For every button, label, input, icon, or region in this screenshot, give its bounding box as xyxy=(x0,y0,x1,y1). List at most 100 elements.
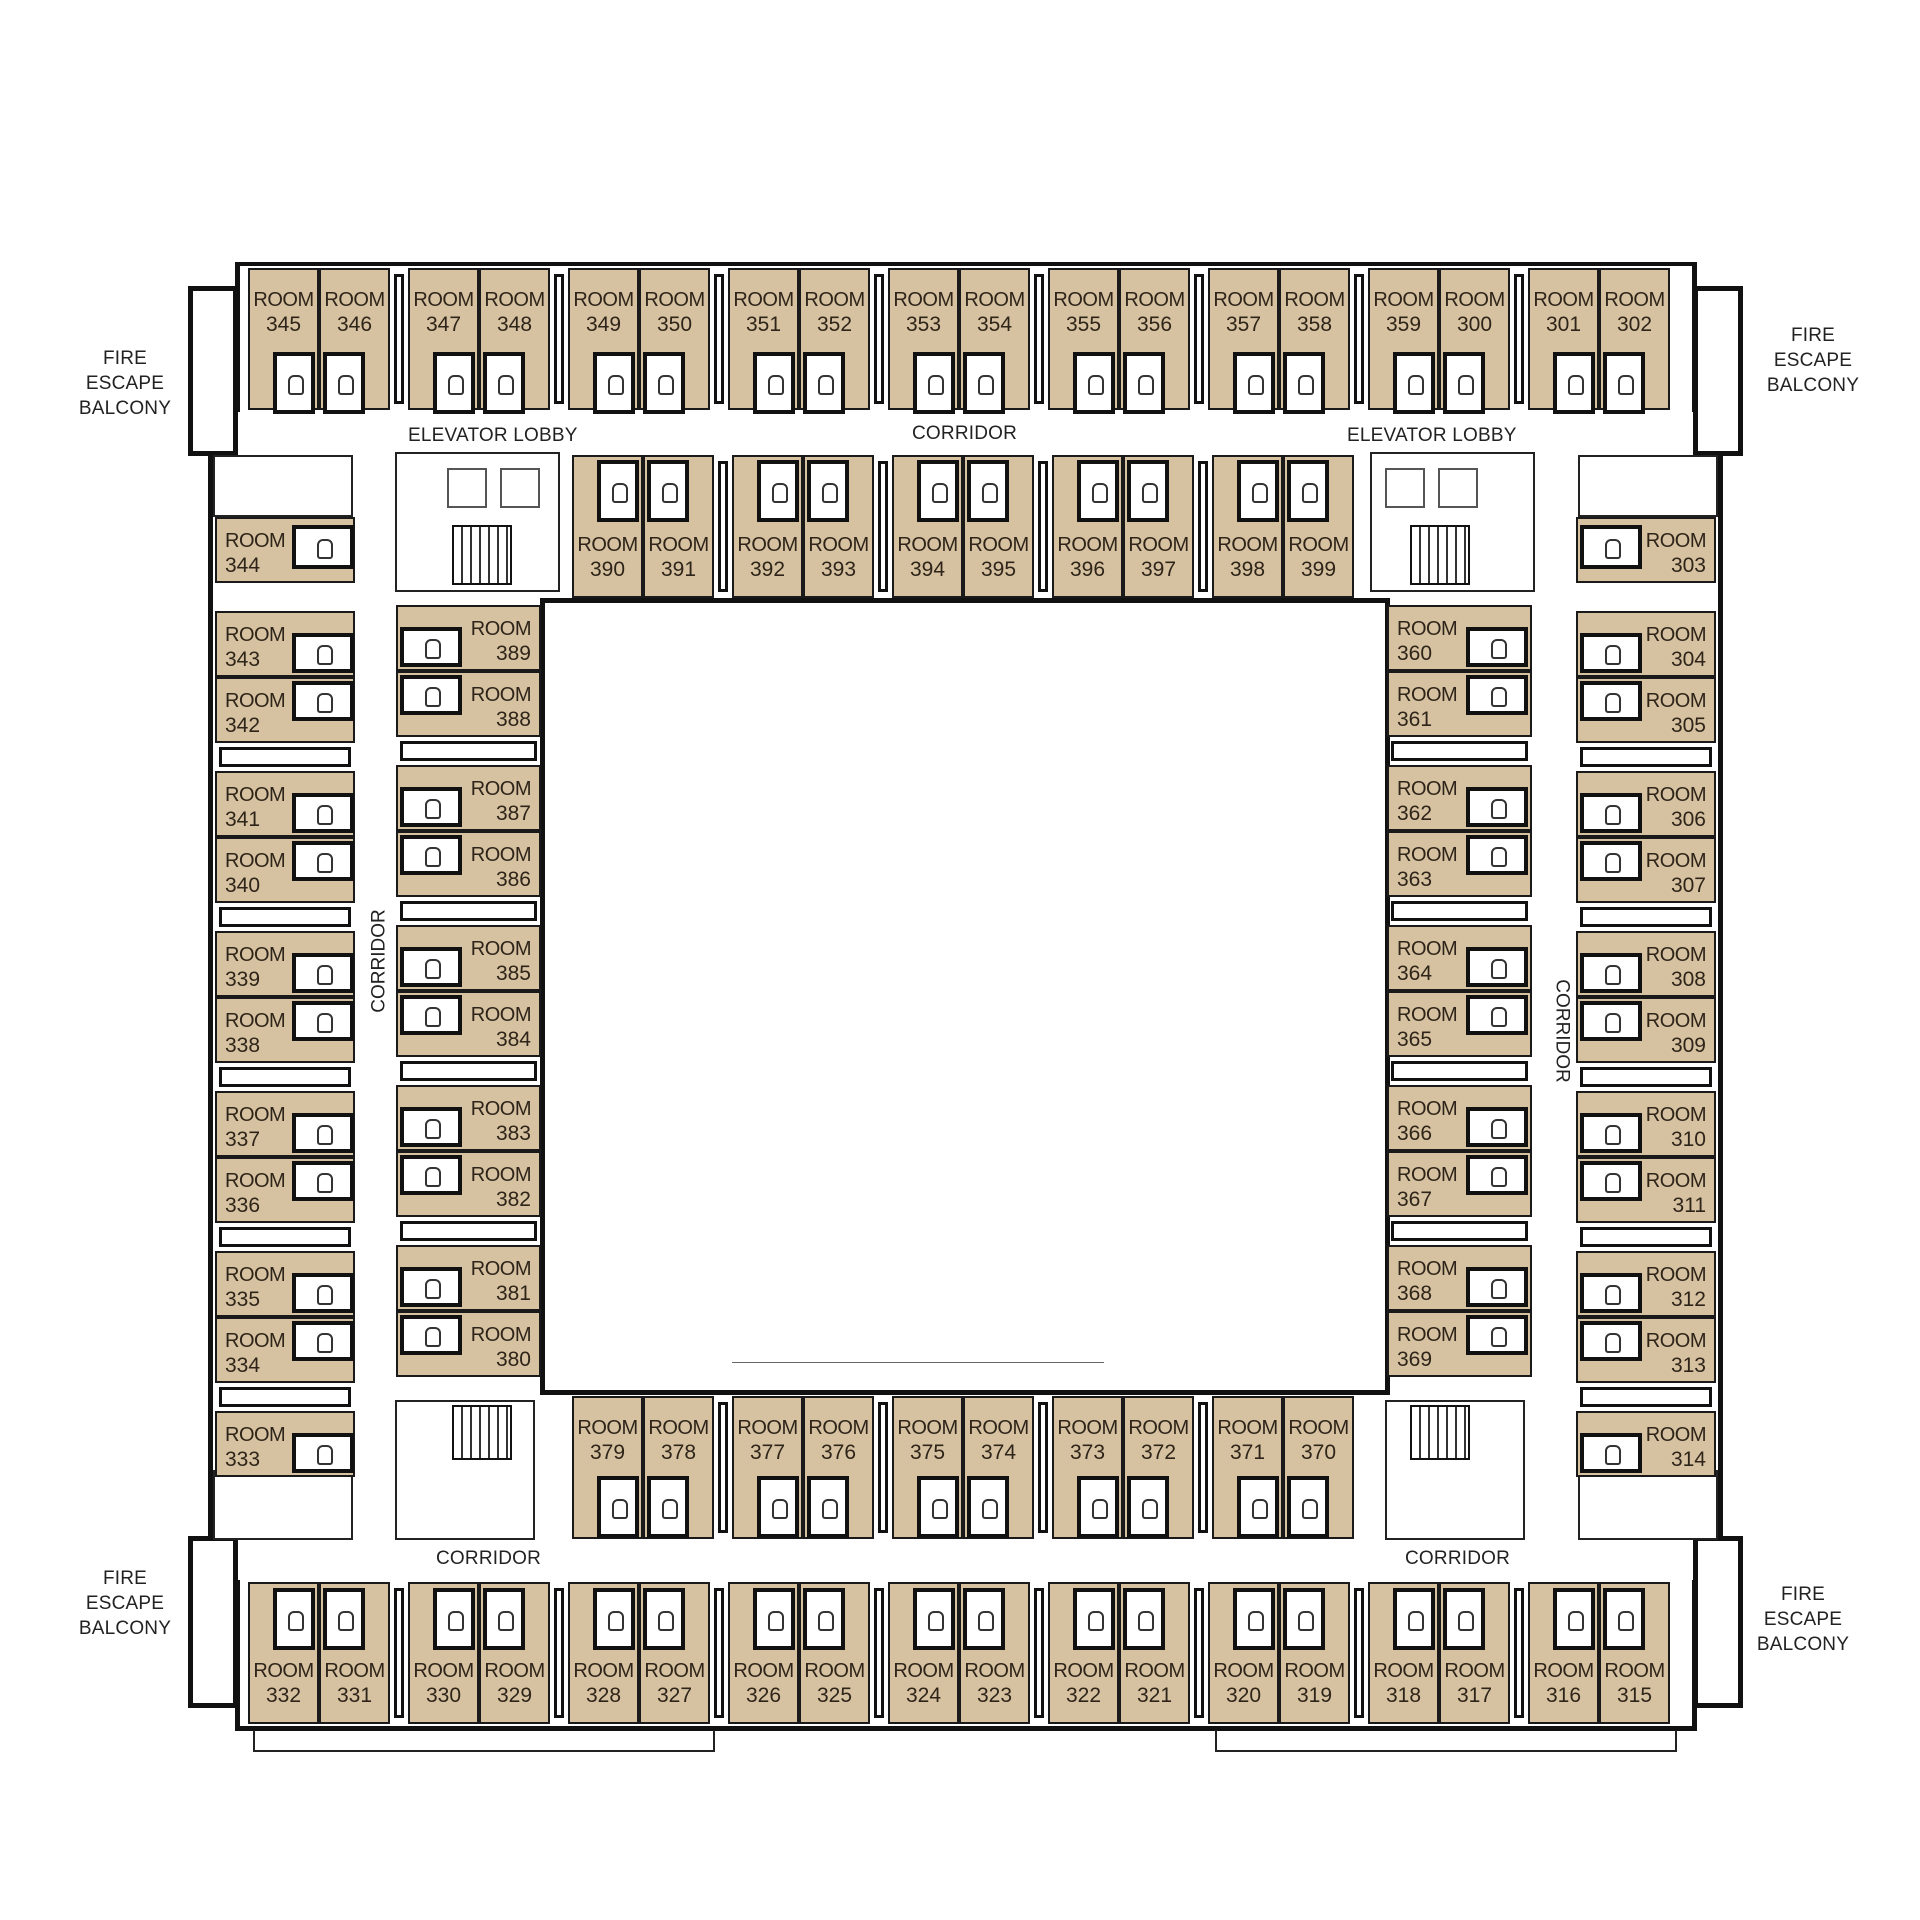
room-number: 318 xyxy=(1385,1684,1422,1707)
room-number: 398 xyxy=(1229,558,1266,581)
room-label: ROOM xyxy=(1645,1170,1707,1192)
room-label: ROOM xyxy=(1533,1660,1594,1682)
elevator-car-1 xyxy=(447,468,487,508)
room-number: 361 xyxy=(1397,708,1433,731)
bathroom-379 xyxy=(597,1476,639,1538)
room-number: 340 xyxy=(225,874,261,897)
room-number: 376 xyxy=(820,1441,857,1464)
bathroom-393 xyxy=(807,460,849,522)
room-label: ROOM xyxy=(225,784,286,806)
bathroom-324 xyxy=(913,1588,955,1650)
room-number: 338 xyxy=(225,1034,261,1057)
stairs-bottom-right xyxy=(1410,1405,1470,1460)
bathroom-319 xyxy=(1283,1588,1325,1650)
courtyard-canopy-line xyxy=(732,1362,1104,1363)
service-shaft xyxy=(394,1588,404,1718)
room-label: ROOM xyxy=(1397,1164,1458,1186)
bathroom-316 xyxy=(1553,1588,1595,1650)
elevator-car-3 xyxy=(1385,468,1425,508)
room-number: 317 xyxy=(1456,1684,1493,1707)
room-label: ROOM xyxy=(804,289,865,311)
room-label: ROOM xyxy=(1397,938,1458,960)
service-shaft xyxy=(1198,1402,1208,1533)
room-number: 307 xyxy=(1670,874,1706,897)
label-line: FIRE xyxy=(1780,1584,1826,1605)
room-label: ROOM xyxy=(225,1170,286,1192)
room-label: ROOM xyxy=(1444,1660,1505,1682)
room-label: ROOM xyxy=(577,534,638,556)
fire-escape-label-tl: FIRE ESCAPE BALCONY xyxy=(70,346,180,421)
room-label: ROOM xyxy=(1645,784,1707,806)
bathroom-342 xyxy=(292,681,354,721)
room-number: 323 xyxy=(976,1684,1013,1707)
bathroom-366 xyxy=(1466,1107,1528,1147)
bathroom-325 xyxy=(803,1588,845,1650)
room-label: ROOM xyxy=(225,850,286,872)
room-label: ROOM xyxy=(413,289,474,311)
bathroom-329 xyxy=(483,1588,525,1650)
room-label: ROOM xyxy=(324,1660,385,1682)
bathroom-301 xyxy=(1553,352,1595,414)
room-label: ROOM xyxy=(573,1660,634,1682)
room-label: ROOM xyxy=(225,624,286,646)
bathroom-333 xyxy=(292,1433,354,1473)
room-label: ROOM xyxy=(1645,850,1707,872)
room-number: 300 xyxy=(1456,313,1493,336)
top-strip-right-end xyxy=(1692,262,1697,412)
balcony-rail-bottom-right xyxy=(1215,1730,1677,1752)
room-label: ROOM xyxy=(968,1417,1029,1439)
bathroom-352 xyxy=(803,352,845,414)
room-number: 396 xyxy=(1069,558,1106,581)
room-label: ROOM xyxy=(1397,1004,1458,1026)
room-label: ROOM xyxy=(644,1660,705,1682)
bathroom-307 xyxy=(1580,841,1642,881)
bathroom-337 xyxy=(292,1113,354,1153)
corridor-label-bottom-left: CORRIDOR xyxy=(436,1548,542,1569)
bathroom-358 xyxy=(1283,352,1325,414)
bathroom-387 xyxy=(400,787,462,827)
room-number: 387 xyxy=(495,802,531,825)
stair-core-bottom-right xyxy=(1385,1400,1525,1540)
bathroom-309 xyxy=(1580,1001,1642,1041)
bathroom-356 xyxy=(1123,352,1165,414)
bathroom-391 xyxy=(647,460,689,522)
label-line: BALCONY xyxy=(1766,375,1860,396)
room-number: 313 xyxy=(1670,1354,1706,1377)
bathroom-327 xyxy=(643,1588,685,1650)
room-number: 378 xyxy=(660,1441,697,1464)
service-shaft xyxy=(554,1588,564,1718)
bathroom-332 xyxy=(273,1588,315,1650)
bathroom-334 xyxy=(292,1321,354,1361)
bathroom-396 xyxy=(1077,460,1119,522)
room-label: ROOM xyxy=(470,1324,532,1346)
corridor-label-right: CORRIDOR xyxy=(1551,979,1573,1083)
outer-wall-left xyxy=(208,455,213,1540)
service-shaft xyxy=(718,461,728,592)
service-shaft xyxy=(400,1221,537,1241)
room-label: ROOM xyxy=(1397,618,1458,640)
service-shaft xyxy=(1391,741,1528,761)
service-room-right-bottom xyxy=(1578,1470,1718,1540)
room-label: ROOM xyxy=(470,1098,532,1120)
bathroom-373 xyxy=(1077,1476,1119,1538)
service-shaft xyxy=(1580,907,1712,927)
service-shaft xyxy=(874,1588,884,1718)
room-label: ROOM xyxy=(470,844,532,866)
room-label: ROOM xyxy=(1604,289,1665,311)
bathroom-343 xyxy=(292,633,354,673)
bathroom-305 xyxy=(1580,681,1642,721)
bathroom-382 xyxy=(400,1155,462,1195)
room-number: 366 xyxy=(1397,1122,1433,1145)
bathroom-304 xyxy=(1580,633,1642,673)
room-number: 333 xyxy=(225,1448,261,1471)
room-label: ROOM xyxy=(470,1164,532,1186)
service-shaft xyxy=(1194,274,1204,404)
room-label: ROOM xyxy=(1057,1417,1118,1439)
room-label: ROOM xyxy=(804,1660,865,1682)
room-number: 328 xyxy=(585,1684,622,1707)
room-label: ROOM xyxy=(484,289,545,311)
room-number: 383 xyxy=(495,1122,531,1145)
service-shaft xyxy=(1580,1387,1712,1407)
